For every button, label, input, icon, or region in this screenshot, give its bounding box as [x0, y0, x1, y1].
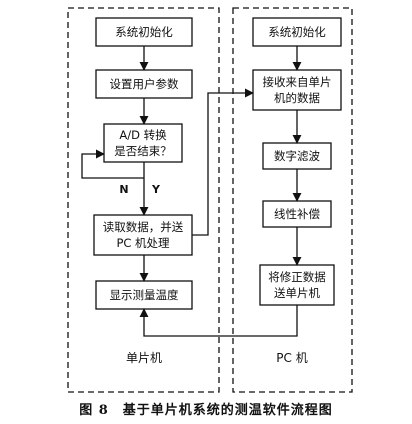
- box-pc-init: 系统初始化: [252, 17, 342, 47]
- box-pc-filter: 数字滤波: [262, 142, 332, 170]
- branch-no-label: N: [119, 183, 128, 196]
- box-pc-receive: 接收来自单片 机的数据: [252, 69, 342, 111]
- svg-text:线性补偿: 线性补偿: [274, 207, 320, 221]
- arrow-mcu-adc-no-loop: [81, 149, 144, 179]
- svg-text:A/D 转换: A/D 转换: [119, 128, 167, 142]
- svg-text:机的数据: 机的数据: [274, 91, 320, 105]
- svg-text:系统初始化: 系统初始化: [268, 25, 326, 39]
- box-mcu-init: 系统初始化: [95, 17, 193, 47]
- svg-text:将修正数据: 将修正数据: [268, 270, 326, 284]
- svg-text:读取数据，并送: 读取数据，并送: [103, 220, 184, 234]
- figure-caption: 图 8 基于单片机系统的测温软件流程图: [79, 403, 333, 418]
- box-mcu-read: 读取数据，并送 PC 机处理: [93, 214, 193, 256]
- svg-text:接收来自单片: 接收来自单片: [263, 75, 332, 89]
- box-pc-send: 将修正数据 送单片机: [259, 264, 335, 306]
- box-mcu-params: 设置用户参数: [95, 69, 193, 99]
- svg-text:系统初始化: 系统初始化: [115, 25, 173, 39]
- svg-text:设置用户参数: 设置用户参数: [110, 77, 179, 91]
- pc-container: [232, 7, 353, 393]
- pc-label: PC 机: [276, 351, 307, 365]
- box-pc-compensate: 线性补偿: [262, 200, 332, 228]
- svg-text:PC 机处理: PC 机处理: [116, 236, 170, 250]
- svg-text:数字滤波: 数字滤波: [274, 149, 320, 163]
- svg-text:是否结束？: 是否结束？: [114, 144, 172, 158]
- svg-text:显示测量温度: 显示测量温度: [110, 288, 179, 302]
- box-mcu-display: 显示测量温度: [95, 280, 193, 310]
- arrow-pc-send-to-mcu-display: [139, 305, 298, 337]
- mcu-label: 单片机: [126, 351, 162, 365]
- branch-yes-label: Y: [151, 183, 161, 196]
- svg-text:送单片机: 送单片机: [274, 286, 320, 300]
- arrow-mcu-read-to-pc-receive: [192, 88, 254, 236]
- box-mcu-adc: A/D 转换 是否结束？: [103, 123, 183, 163]
- mcu-container: [67, 7, 220, 393]
